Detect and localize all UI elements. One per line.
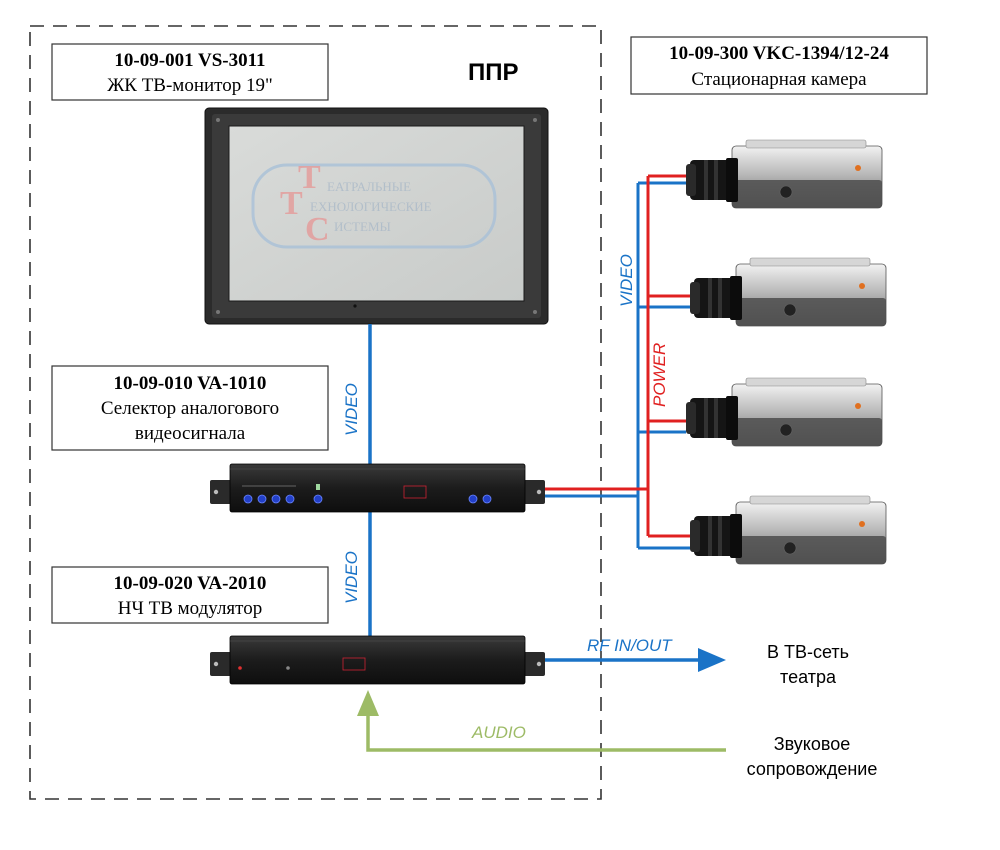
modulator-desc: НЧ ТВ модулятор <box>118 598 262 619</box>
camera-label: 10-09-300 VKC-1394/12-24 Стационарная ка… <box>630 36 928 95</box>
camera-power-bus <box>545 174 690 538</box>
sound-source-line2: сопровождение <box>747 759 878 779</box>
zone-boundary <box>29 25 602 800</box>
modulator-code: 10-09-020 VA-2010 <box>114 573 267 594</box>
tv-network-line2: театра <box>780 667 837 687</box>
rf-signal-label: RF IN/OUT <box>587 636 673 655</box>
audio-signal-label: AUDIO <box>471 723 526 742</box>
selector-desc-line1: Селектор аналогового <box>101 398 279 419</box>
box-camera-icon <box>685 139 887 565</box>
audio-input-arrow <box>357 690 726 752</box>
camera-code: 10-09-300 VKC-1394/12-24 <box>669 43 889 64</box>
monitor-label: 10-09-001 VS-3011 ЖК ТВ-монитор 19" <box>51 43 329 101</box>
selector-label: 10-09-010 VA-1010 Селектор аналогового в… <box>51 365 329 451</box>
monitor-code: 10-09-001 VS-3011 <box>114 50 265 71</box>
monitor-desc: ЖК ТВ-монитор 19" <box>107 75 272 96</box>
sound-source-line1: Звуковое <box>774 734 851 754</box>
watermark-line3: ИСТЕМЫ <box>334 219 391 234</box>
watermark-line1: ЕАТРАЛЬНЫЕ <box>327 179 411 194</box>
rack-modulator-icon <box>210 635 545 685</box>
video-signal-label-2: VIDEO <box>342 551 361 604</box>
lcd-monitor-icon: Т Т С ЕАТРАЛЬНЫЕ ЕХНОЛОГИЧЕСКИЕ ИСТЕМЫ <box>204 107 549 325</box>
svg-text:С: С <box>305 211 330 248</box>
selector-code: 10-09-010 VA-1010 <box>114 373 267 394</box>
svg-text:Т: Т <box>280 185 303 222</box>
video-signal-label-1: VIDEO <box>342 383 361 436</box>
rack-selector-icon <box>210 463 545 513</box>
rf-output-arrow <box>545 648 726 672</box>
zone-label: ППР <box>468 59 519 86</box>
tv-network-line1: В ТВ-сеть <box>767 642 849 662</box>
selector-desc-line2: видеосигнала <box>135 423 246 444</box>
video-signal-label-cams: VIDEO <box>617 254 636 307</box>
power-signal-label: POWER <box>650 343 669 407</box>
watermark-line2: ЕХНОЛОГИЧЕСКИЕ <box>310 199 432 214</box>
modulator-label: 10-09-020 VA-2010 НЧ ТВ модулятор <box>51 566 329 624</box>
camera-desc: Стационарная камера <box>691 69 867 90</box>
svg-text:Т: Т <box>298 159 321 196</box>
camera-video-bus <box>545 181 690 550</box>
watermark-logo: Т Т С ЕАТРАЛЬНЫЕ ЕХНОЛОГИЧЕСКИЕ ИСТЕМЫ <box>251 159 497 249</box>
